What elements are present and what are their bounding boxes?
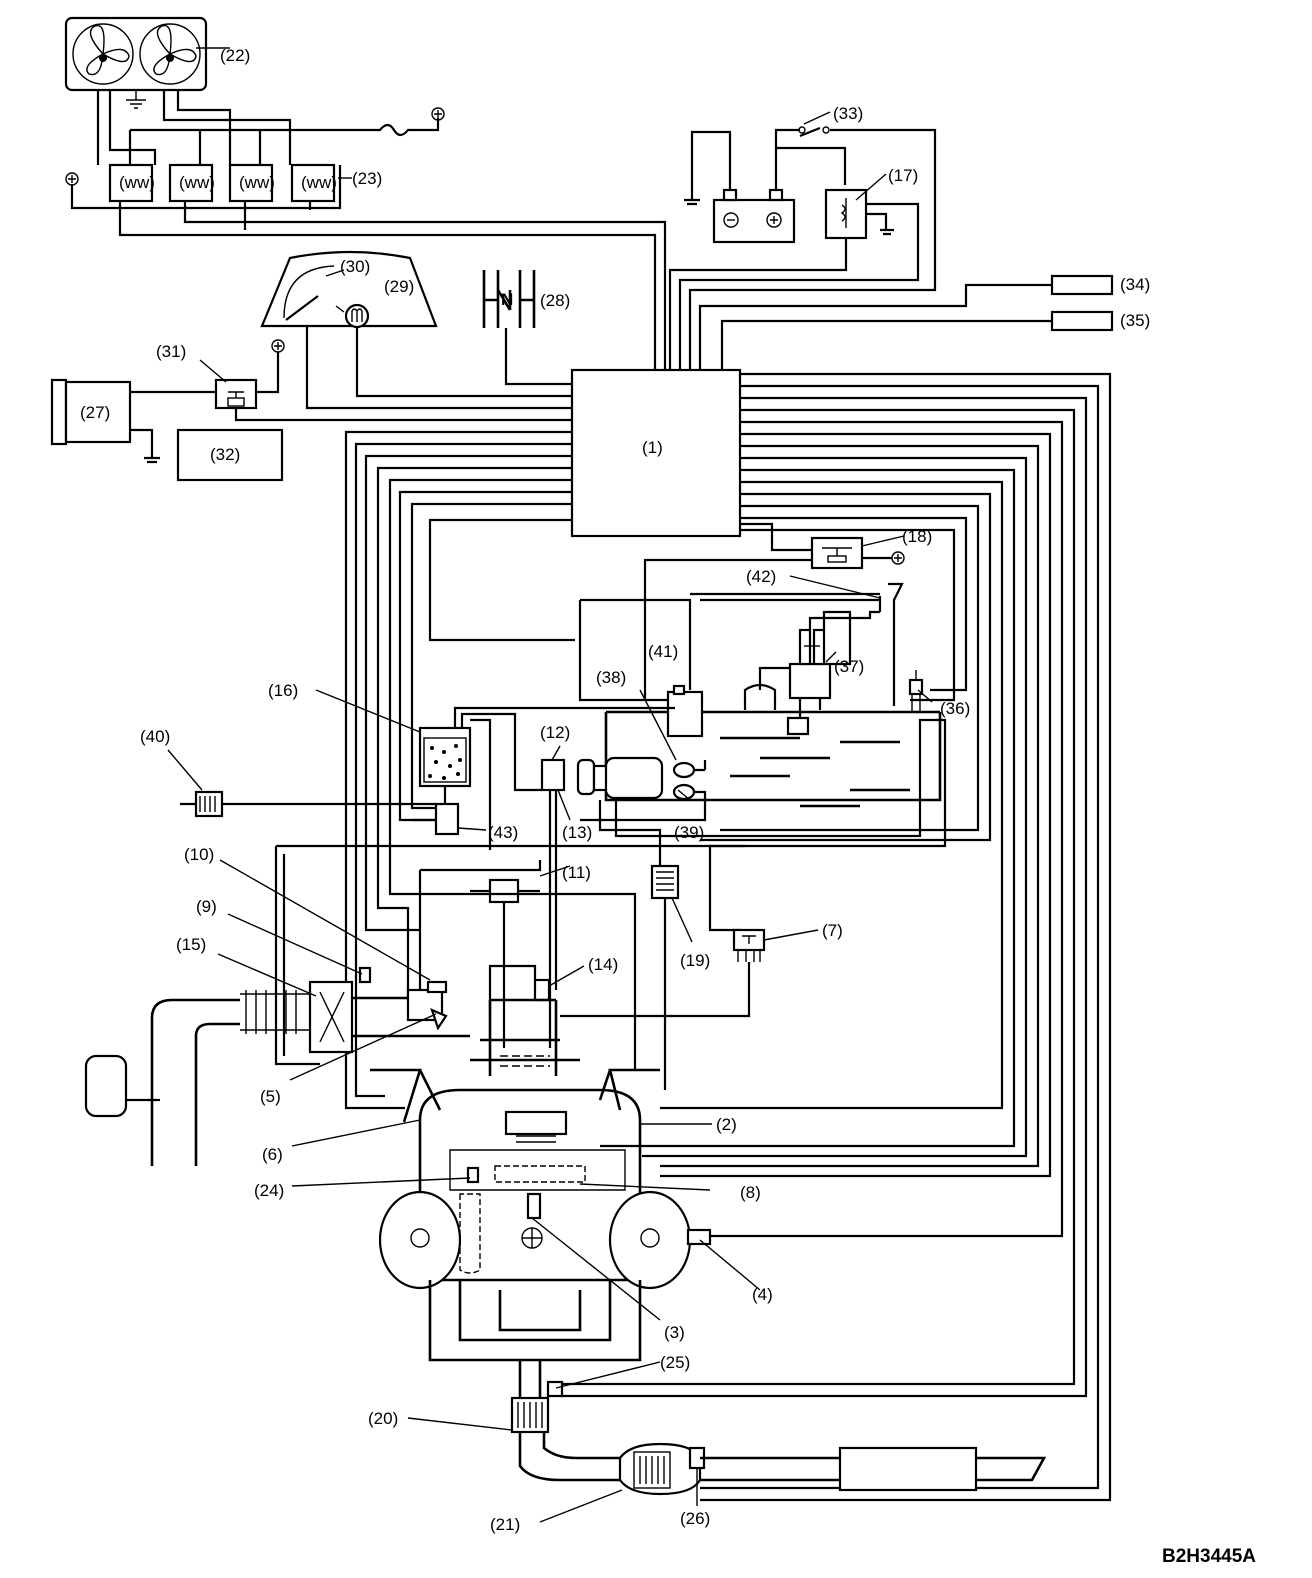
label-15: (15)	[176, 935, 206, 954]
label-35: (35)	[1120, 311, 1150, 330]
label-24: (24)	[254, 1181, 284, 1200]
label-1: (1)	[642, 438, 663, 457]
label-27: (27)	[80, 403, 110, 422]
label-10: (10)	[184, 845, 214, 864]
svg-text:(ᴡᴡ): (ᴡᴡ)	[179, 173, 215, 192]
throttle-body	[406, 988, 448, 1031]
pressure-control-valve	[788, 628, 832, 700]
label-6: (6)	[262, 1145, 283, 1164]
rear-catalytic-converter	[618, 1442, 702, 1496]
drain-filter	[194, 790, 224, 818]
fuel-tank	[604, 710, 942, 808]
radiator-fan-assembly	[64, 16, 208, 92]
label-38: (38)	[596, 668, 626, 687]
fan-relays: (ᴡᴡ) (ᴡᴡ) (ᴡᴡ) (ᴡᴡ)	[108, 163, 337, 203]
label-22: (22)	[220, 46, 250, 65]
idle-air-control	[426, 980, 448, 994]
engine-control-module	[570, 368, 742, 538]
label-21: (21)	[490, 1515, 520, 1534]
label-3: (3)	[664, 1323, 685, 1342]
label-32: (32)	[210, 445, 240, 464]
label-19: (19)	[680, 951, 710, 970]
label-9: (9)	[196, 897, 217, 916]
intake-air-temp-sensor	[358, 966, 372, 984]
label-20: (20)	[368, 1409, 398, 1428]
label-18: (18)	[902, 527, 932, 546]
muffler	[838, 1446, 978, 1492]
label-25: (25)	[660, 1353, 690, 1372]
sensor-35	[1050, 310, 1114, 332]
label-40: (40)	[140, 727, 170, 746]
knock-sensor	[686, 1228, 712, 1246]
label-42: (42)	[746, 567, 776, 586]
ac-unit-32	[176, 428, 284, 482]
drain-valve	[434, 802, 460, 836]
front-oxygen-sensor	[546, 1380, 564, 1398]
label-23: (23)	[352, 169, 382, 188]
label-14: (14)	[588, 955, 618, 974]
egr-solenoid	[488, 878, 520, 904]
label-29: (29)	[384, 277, 414, 296]
label-4: (4)	[752, 1285, 773, 1304]
engine-block	[378, 1088, 692, 1332]
label-36: (36)	[940, 699, 970, 718]
svg-text:N: N	[501, 290, 513, 309]
sensor-14	[533, 978, 551, 1002]
purge-control-solenoid	[540, 758, 566, 792]
label-11: (11)	[562, 863, 591, 882]
label-34: (34)	[1120, 275, 1150, 294]
label-41: (41)	[648, 642, 678, 661]
fuel-filter	[650, 864, 680, 900]
label-39: (39)	[674, 823, 704, 842]
fuel-filler-inlet	[576, 756, 664, 800]
label-30: (30)	[340, 257, 370, 276]
label-2: (2)	[716, 1115, 737, 1134]
sensor-34	[1050, 274, 1114, 296]
power-plus-symbol	[65, 107, 445, 186]
fuel-level-sensors	[672, 761, 696, 801]
neutral-switch: N	[482, 270, 536, 328]
intake-manifold	[370, 998, 660, 1123]
figure-code: B2H3445A	[1162, 1546, 1256, 1567]
label-37: (37)	[834, 657, 864, 676]
label-26: (26)	[680, 1509, 710, 1528]
air-cleaner	[308, 980, 354, 1054]
label-33: (33)	[833, 104, 863, 123]
label-5: (5)	[260, 1087, 281, 1106]
battery	[712, 188, 796, 244]
label-17: (17)	[888, 166, 918, 185]
svg-text:(ᴡᴡ): (ᴡᴡ)	[301, 173, 337, 192]
label-28: (28)	[540, 291, 570, 310]
blower-relay	[214, 378, 258, 410]
air-intake-duct	[84, 990, 310, 1166]
label-16: (16)	[268, 681, 298, 700]
label-8: (8)	[740, 1183, 761, 1202]
charcoal-canister	[418, 726, 472, 788]
label-43: (43)	[488, 823, 518, 842]
combination-meter	[260, 250, 438, 329]
ignition-switch	[798, 126, 830, 134]
svg-text:(ᴡᴡ): (ᴡᴡ)	[239, 173, 275, 192]
label-7: (7)	[822, 921, 843, 940]
ground-symbol	[126, 90, 146, 109]
fuel-pump-module	[666, 684, 704, 738]
svg-text:(ᴡᴡ): (ᴡᴡ)	[119, 173, 155, 192]
blower-fan	[50, 378, 132, 446]
front-catalytic-converter	[510, 1396, 550, 1434]
pressure-sensor-7	[732, 928, 766, 962]
fuel-pump-relay	[810, 536, 864, 570]
label-12: (12)	[540, 723, 570, 742]
label-31: (31)	[156, 342, 186, 361]
label-13: (13)	[562, 823, 592, 842]
